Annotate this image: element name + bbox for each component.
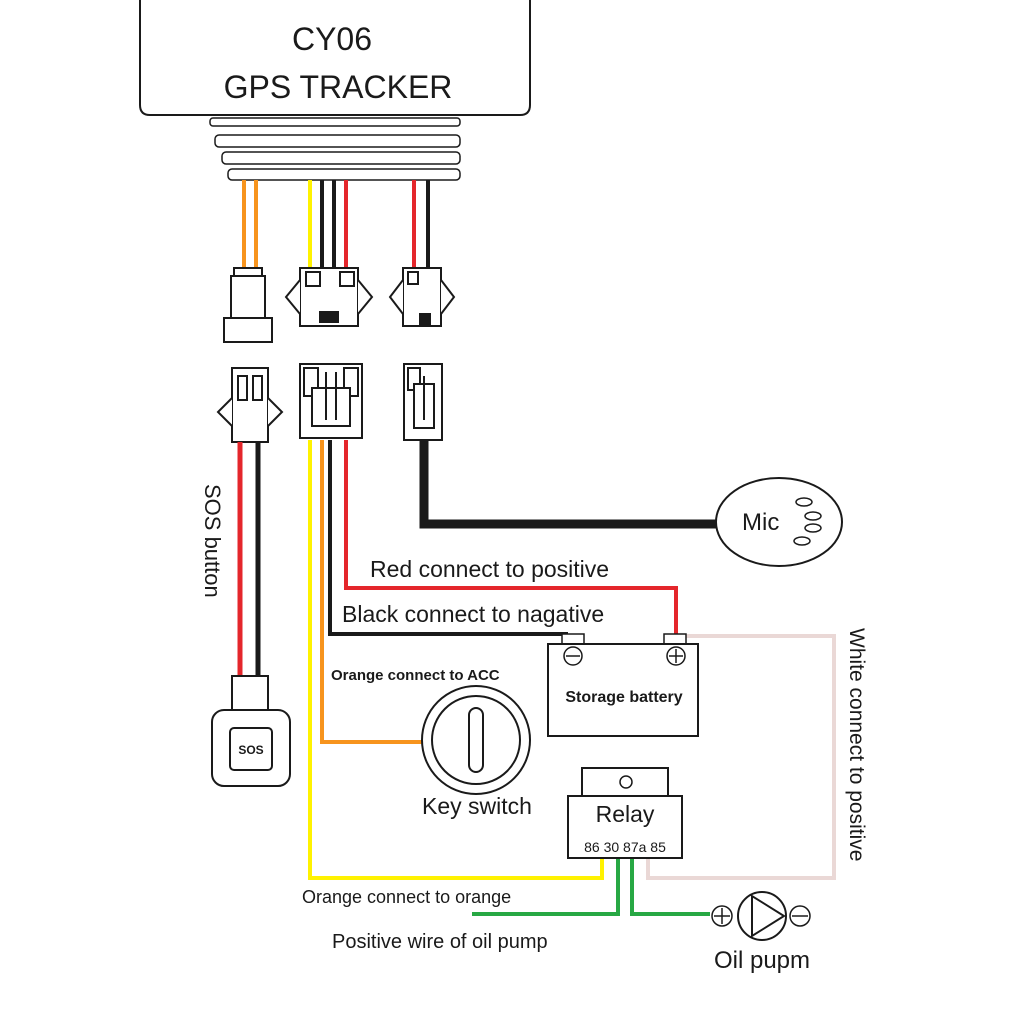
battery-plus-icon bbox=[666, 646, 686, 666]
tracker-cable-wires bbox=[242, 180, 430, 268]
black-wire-label: Black connect to nagative bbox=[342, 601, 604, 627]
key-switch-label: Key switch bbox=[422, 793, 532, 819]
relay: Relay 86 30 87a 85 bbox=[567, 767, 683, 859]
yellow-wire bbox=[308, 440, 604, 880]
sos-key-label: SOS bbox=[238, 743, 263, 757]
pump-minus-icon bbox=[789, 905, 811, 927]
orange-to-orange-label: Orange connect to orange bbox=[302, 887, 511, 907]
lower-plug-main bbox=[299, 363, 363, 439]
tracker-unit: CY06 GPS TRACKER bbox=[139, 0, 531, 181]
pump-plus-icon bbox=[711, 905, 733, 927]
key-switch: Key switch bbox=[421, 685, 532, 819]
upper-plug-main bbox=[284, 267, 374, 327]
orange-wire bbox=[320, 440, 424, 744]
lower-plug-mic bbox=[403, 363, 443, 441]
sos-wires bbox=[237, 442, 261, 676]
oil-pump-wire-label: Positive wire of oil pump bbox=[332, 931, 548, 953]
storage-battery: Storage battery bbox=[547, 633, 699, 737]
oil-pump-label: Oil pupm bbox=[714, 947, 810, 974]
mic-wire bbox=[419, 440, 720, 529]
tracker-model: CY06 bbox=[292, 21, 372, 57]
oil-pump: Oil pupm bbox=[711, 891, 811, 974]
relay-pins-label: 86 30 87a 85 bbox=[584, 839, 666, 855]
sos-button-label: SOS button bbox=[200, 484, 225, 598]
sos-key: SOS bbox=[211, 675, 291, 787]
lower-plug-sos bbox=[216, 367, 284, 443]
black-wire bbox=[328, 440, 568, 636]
mic-unit: Mic bbox=[715, 477, 843, 567]
mic-label: Mic bbox=[742, 509, 779, 536]
upper-plug-mic bbox=[388, 267, 456, 327]
red-wire-label: Red connect to positive bbox=[370, 556, 609, 582]
pump-wire-left bbox=[472, 858, 620, 916]
pump-wire-right bbox=[630, 858, 710, 916]
storage-battery-label: Storage battery bbox=[565, 689, 682, 706]
battery-minus-icon bbox=[563, 646, 583, 666]
relay-label: Relay bbox=[596, 801, 655, 827]
white-wire-label: White connect to positive bbox=[845, 628, 868, 861]
orange-acc-label: Orange connect to ACC bbox=[331, 667, 500, 684]
tracker-name: GPS TRACKER bbox=[224, 69, 453, 105]
pump-symbol-icon bbox=[737, 891, 787, 941]
red-wire bbox=[344, 440, 678, 636]
white-wire bbox=[646, 634, 836, 880]
upper-plug-sos bbox=[223, 267, 273, 343]
